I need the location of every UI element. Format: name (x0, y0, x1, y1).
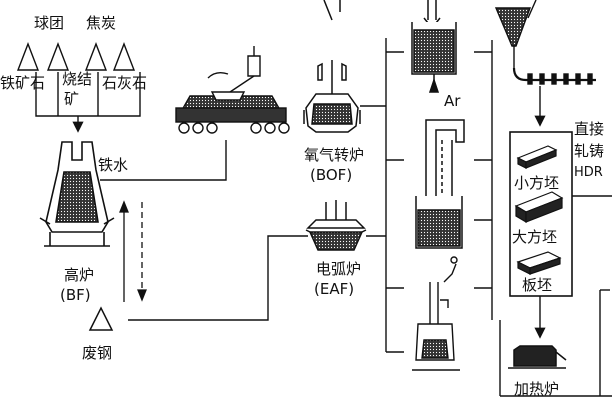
bf-name-label: 高炉 (64, 266, 94, 284)
slab-icon (516, 251, 562, 275)
direct-rolling-label-1: 直接 (574, 120, 604, 138)
hot-metal-label: 铁水 (98, 156, 128, 174)
coke-pile-icon (112, 42, 136, 71)
ladle-furnace-icon (412, 256, 460, 371)
output-lines (499, 195, 612, 397)
bloom-label: 大方坯 (512, 228, 557, 246)
coke-label: 焦炭 (86, 14, 116, 32)
bof-abbr-label: (BOF) (310, 166, 352, 184)
eaf-name-label: 电弧炉 (316, 260, 361, 278)
reheating-furnace-icon (508, 345, 567, 369)
scrap-pile-icon (88, 306, 114, 331)
process-flow-lines (360, 38, 493, 353)
hot-metal-line (100, 140, 227, 181)
sintering-machine-icon (175, 46, 290, 134)
direct-rolling-label-2: 轧铸 (574, 142, 604, 160)
bof-name-label: 氧气转炉 (304, 146, 364, 164)
scrap-to-eaf-line (128, 235, 308, 321)
blast-furnace-icon (39, 141, 115, 247)
eaf-furnace-icon (305, 200, 367, 251)
continuous-caster-icon (494, 0, 596, 127)
sinter-bracket (35, 72, 141, 117)
billet-label: 小方坯 (514, 174, 559, 192)
scrap-label: 废钢 (82, 344, 112, 362)
pellet-label: 球团 (34, 14, 64, 32)
recycle-arrows (119, 200, 147, 302)
argon-label: Ar (444, 92, 461, 110)
pellet-pile-icon (16, 42, 40, 71)
coke-pile-icon (84, 42, 108, 71)
vacuum-degasser-icon (415, 119, 465, 249)
billet-icon (516, 145, 558, 169)
direct-rolling-label-3: HDR (574, 165, 603, 180)
bloom-icon (514, 191, 564, 224)
slab-label: 板坯 (522, 276, 552, 294)
iron-ore-label: 铁矿石 (0, 74, 45, 92)
semi-finished-box (509, 131, 573, 297)
eaf-abbr-label: (EAF) (314, 280, 354, 298)
bf-abbr-label: (BF) (60, 286, 91, 304)
bof-converter-icon (303, 0, 361, 133)
reheat-furnace-label: 加热炉 (514, 380, 559, 398)
limestone-label: 石灰石 (102, 74, 147, 92)
sinter-label: 烧结 (62, 70, 92, 88)
raw-materials-group (16, 42, 141, 133)
ladle-refining-icon (411, 0, 457, 93)
pellet-pile-icon (46, 42, 70, 71)
sinter-label-2: 矿 (64, 90, 79, 108)
